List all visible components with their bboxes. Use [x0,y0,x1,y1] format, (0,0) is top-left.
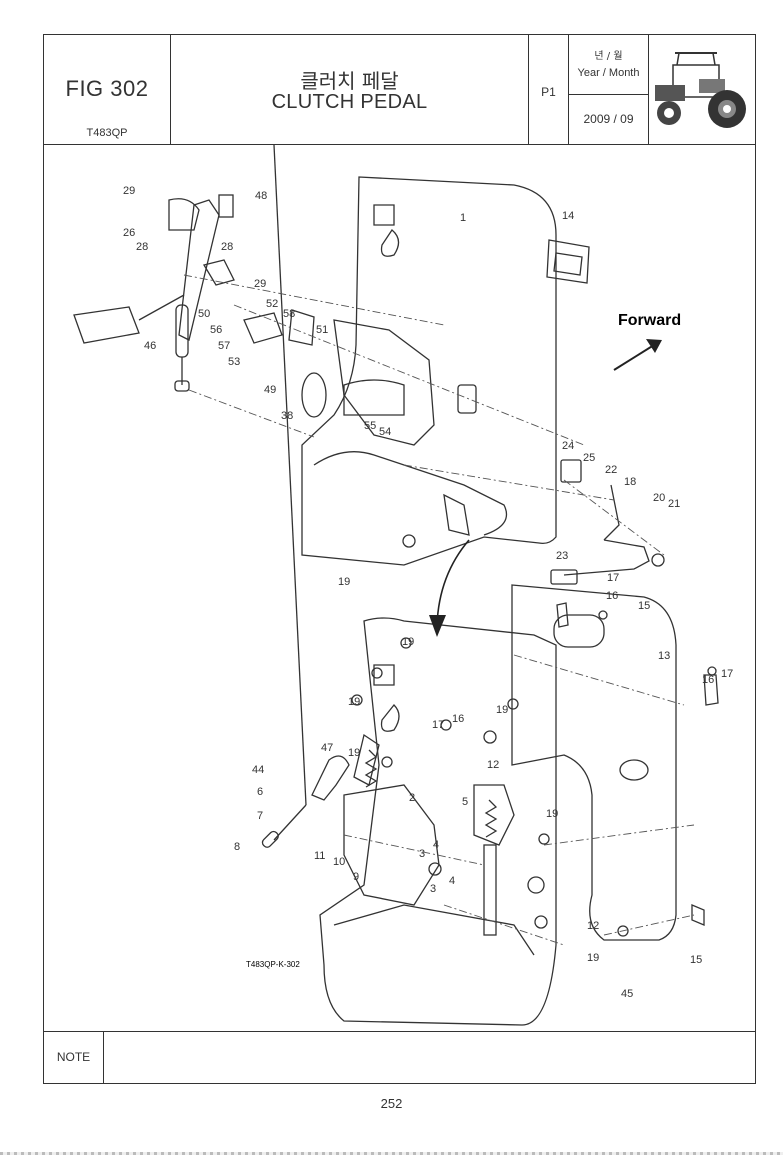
callout: 15 [690,954,702,966]
callout: 58 [283,308,295,320]
callout: 57 [218,340,230,352]
tractor-icon [655,52,746,128]
callout: 21 [668,498,680,510]
callout: 17 [432,719,444,731]
revision-date: 2009 / 09 [583,112,634,126]
date-cell: 년 / 월 Year / Month 2009 / 09 [569,35,649,144]
model-code: T483QP [86,127,128,139]
callout: 51 [316,324,328,336]
callout: 38 [281,410,293,422]
figure-number-cell: FIG 302 T483QP [44,35,171,144]
callout: 23 [556,550,568,562]
callout: 3 [419,848,425,860]
callout: 14 [562,210,574,222]
callout: 6 [257,786,263,798]
callout: 3 [430,883,436,895]
page-code: P1 [541,85,556,99]
year-month-english: Year / Month [577,67,640,79]
callout: 1 [460,212,466,224]
callout: 29 [254,278,266,290]
callout: 19 [496,704,508,716]
callout-numbers: 29 48 26 28 28 29 50 52 58 51 56 57 53 4… [123,185,733,1000]
callout: 4 [449,875,455,887]
callout: 55 [364,420,376,432]
page-cell: P1 [529,35,569,144]
callout: 52 [266,298,278,310]
callout: 16 [606,590,618,602]
callout: 29 [123,185,135,197]
callout: 12 [587,920,599,932]
callout: 20 [653,492,665,504]
title-cell: 클러치 페달 CLUTCH PEDAL [171,35,529,144]
callout: 16 [702,674,714,686]
callout: 13 [658,650,670,662]
callout: 47 [321,742,333,754]
callout: 19 [348,747,360,759]
callout: 54 [379,426,391,438]
callout: 44 [252,764,264,776]
header-block: FIG 302 T483QP 클러치 페달 CLUTCH PEDAL P1 년 … [44,35,755,145]
callout: 10 [333,856,345,868]
drawing-code: T483QP-K-302 [246,960,300,969]
callout: 7 [257,810,263,822]
callout: 50 [198,308,210,320]
callout: 18 [624,476,636,488]
callout: 11 [314,850,325,862]
exploded-parts-diagram: Forward T483QP-K-302 29 48 26 28 28 29 5… [44,144,755,1031]
forward-label: Forward [618,312,681,329]
callout: 15 [638,600,650,612]
callout: 25 [583,452,595,464]
callout: 5 [462,796,468,808]
callout: 28 [136,241,148,253]
callout: 9 [353,871,359,883]
title-korean: 클러치 페달 [300,69,399,93]
callout: 24 [562,440,574,452]
callout: 46 [144,340,156,352]
note-label: NOTE [44,1032,104,1083]
callout: 19 [587,952,599,964]
callout: 19 [402,636,414,648]
clutch-pedal-exploded-view: Forward T483QP-K-302 29 48 26 28 28 29 5… [73,144,733,1026]
year-month-korean: 년 / 월 [594,51,623,62]
callout: 28 [221,241,233,253]
tractor-image-cell [649,35,755,144]
callout: 2 [409,792,415,804]
callout: 19 [348,696,360,708]
note-row: NOTE [44,1031,755,1083]
callout: 56 [210,324,222,336]
callout: 17 [721,668,733,680]
callout: 22 [605,464,617,476]
year-month-label-box: 년 / 월 Year / Month [569,35,648,95]
parts-catalog-sheet: FIG 302 T483QP 클러치 페달 CLUTCH PEDAL P1 년 … [43,34,756,1084]
callout: 12 [487,759,499,771]
callout: 4 [433,839,439,851]
callout: 19 [546,808,558,820]
callout: 17 [607,572,619,584]
page-number: 252 [380,1096,403,1111]
callout: 53 [228,356,240,368]
callout: 49 [264,384,276,396]
scan-artifact-line [0,1152,783,1155]
callout: 16 [452,713,464,725]
callout: 19 [338,576,350,588]
title-english: CLUTCH PEDAL [271,91,428,113]
callout: 48 [255,190,267,202]
callout: 8 [234,841,240,853]
callout: 45 [621,988,633,1000]
figure-number: FIG 302 [65,76,149,101]
callout: 26 [123,227,135,239]
